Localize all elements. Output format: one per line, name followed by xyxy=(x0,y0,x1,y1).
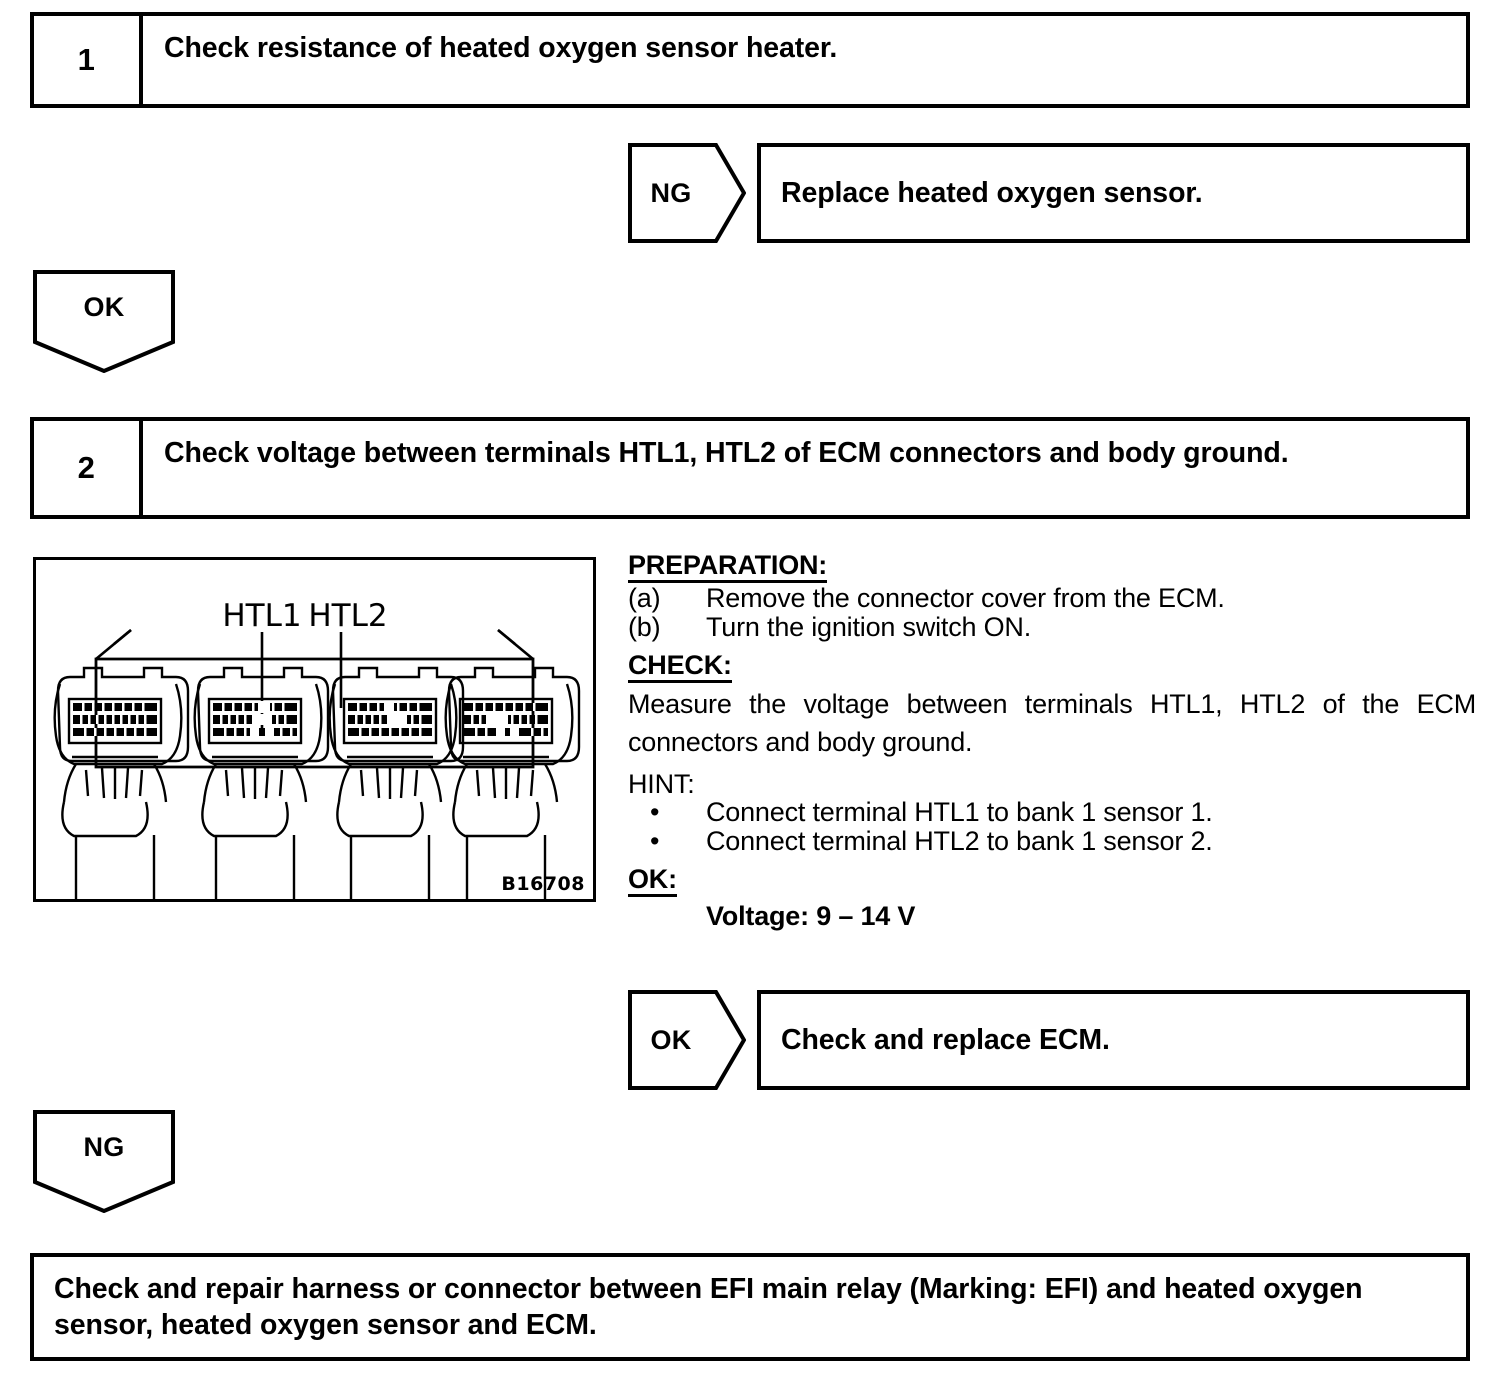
preparation-item-b-text: Turn the ignition switch ON. xyxy=(706,612,1032,642)
spacer-1 xyxy=(628,643,1478,652)
preparation-section: PREPARATION: (a) Remove the connector co… xyxy=(628,552,1478,641)
ecm-connector-figure: HTL1 HTL2 B16708 xyxy=(33,557,596,902)
connector-4-pin-gaps xyxy=(471,703,544,737)
preparation-item-a-mark: (a) xyxy=(628,583,661,613)
connector-1-pin-gaps xyxy=(80,703,147,736)
step-1-text: Check resistance of heated oxygen sensor… xyxy=(164,32,838,64)
step-1-number: 1 xyxy=(34,16,143,104)
check-header: CHECK: xyxy=(628,652,732,683)
connector-3-pin-gaps xyxy=(355,701,422,736)
ok-spec-value: Voltage: 9 – 14 V xyxy=(706,900,916,931)
final-action-box: Check and repair harness or connector be… xyxy=(30,1253,1470,1361)
hint-item-1: • Connect terminal HTL1 to bank 1 sensor… xyxy=(628,796,1478,827)
step-1-ok-label: OK xyxy=(83,291,125,322)
step-1-ng-result-box: Replace heated oxygen sensor. xyxy=(757,143,1470,243)
spacer-2 xyxy=(628,762,1478,771)
step-1-ok-arrow: OK xyxy=(33,270,175,373)
step-2-ok-arrow: OK xyxy=(628,990,746,1090)
hint-header: HINT: xyxy=(628,768,695,799)
bullet-icon: • xyxy=(650,796,660,827)
step-2-box: 2 Check voltage between terminals HTL1, … xyxy=(30,417,1470,519)
ng-arrow-shape xyxy=(33,1110,175,1213)
spacer-3 xyxy=(628,857,1478,866)
connector-2-pin-gaps xyxy=(220,701,293,737)
step-2-ok-label: OK xyxy=(650,1024,692,1055)
step-1-ng-label: NG xyxy=(650,177,692,208)
ok-arrow-shape xyxy=(33,270,175,373)
figure-label-htl1: HTL1 xyxy=(222,598,301,634)
step-2-ng-arrow: NG xyxy=(33,1110,175,1213)
ok-arrow-shape xyxy=(628,990,746,1090)
check-text: Measure the voltage between terminals HT… xyxy=(628,689,1476,758)
hint-section: HINT: • Connect terminal HTL1 to bank 1 … xyxy=(628,768,1478,856)
preparation-item-b-mark: (b) xyxy=(628,612,661,642)
ok-spec-section: OK: Voltage: 9 – 14 V xyxy=(628,865,1478,931)
preparation-item-a: (a) Remove the connector cover from the … xyxy=(628,585,1478,612)
hint-item-2-text: Connect terminal HTL2 to bank 1 sensor 2… xyxy=(706,825,1213,856)
step-2-text: Check voltage between terminals HTL1, HT… xyxy=(164,437,1289,469)
step-2-ng-label: NG xyxy=(83,1131,125,1162)
connector-4 xyxy=(444,666,581,899)
preparation-item-a-text: Remove the connector cover from the ECM. xyxy=(706,583,1225,613)
connector-1 xyxy=(53,666,190,899)
figure-id-label: B16708 xyxy=(501,873,585,895)
step-2-ok-result-box: Check and replace ECM. xyxy=(757,990,1470,1090)
step-2-ok-result-text: Check and replace ECM. xyxy=(781,1023,1110,1056)
ng-arrow-shape xyxy=(628,143,746,243)
final-action-text: Check and repair harness or connector be… xyxy=(54,1272,1363,1341)
ok-header: OK: xyxy=(628,865,677,897)
hint-item-1-text: Connect terminal HTL1 to bank 1 sensor 1… xyxy=(706,796,1213,827)
preparation-header: PREPARATION: xyxy=(628,552,827,583)
hint-item-2: • Connect terminal HTL2 to bank 1 sensor… xyxy=(628,825,1478,856)
step-1-ng-arrow: NG xyxy=(628,143,746,243)
check-section: CHECK: Measure the voltage between termi… xyxy=(628,652,1478,762)
preparation-item-b: (b) Turn the ignition switch ON. xyxy=(628,614,1478,641)
bullet-icon: • xyxy=(650,825,660,856)
step-2-number: 2 xyxy=(34,421,143,515)
step-1-ng-result-text: Replace heated oxygen sensor. xyxy=(781,176,1203,209)
figure-label-htl2: HTL2 xyxy=(308,598,387,634)
step-1-box: 1 Check resistance of heated oxygen sens… xyxy=(30,12,1470,108)
connector-3 xyxy=(328,666,465,899)
procedure-text-column: PREPARATION: (a) Remove the connector co… xyxy=(628,552,1478,930)
ecm-connector-drawing: HTL1 HTL2 xyxy=(53,598,581,899)
connector-2 xyxy=(193,666,330,899)
